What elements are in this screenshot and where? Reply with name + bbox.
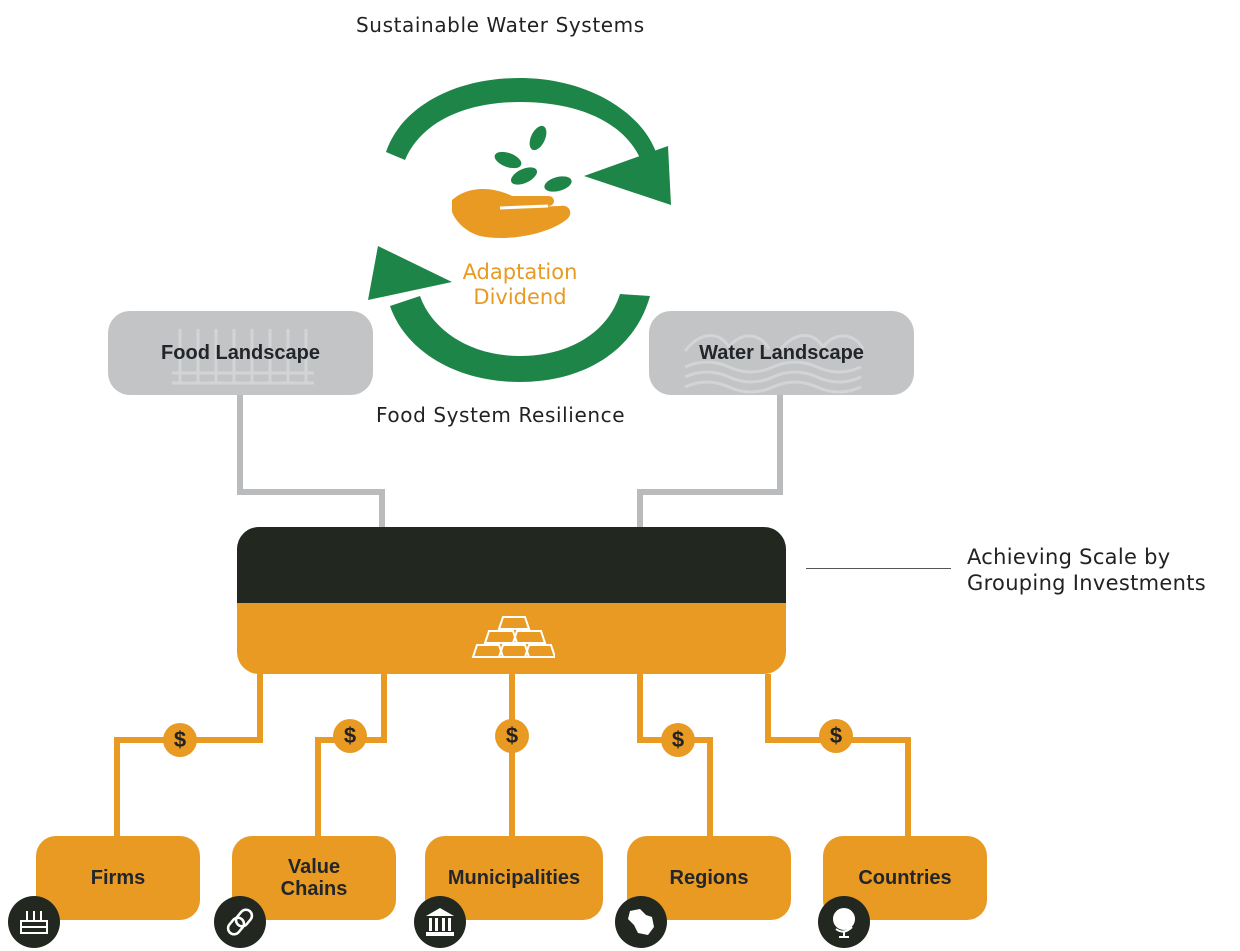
scale-annotation: Achieving Scale by Grouping Investments [967, 544, 1206, 596]
firms-connector [114, 674, 263, 838]
target-label-line2: Chains [280, 878, 348, 900]
food-connector [237, 390, 385, 527]
adaptation-label-line2: Dividend [473, 285, 567, 309]
waves-icon [683, 334, 865, 394]
upper-cycle-arrow [386, 78, 656, 160]
cycle-bottom-label: Food System Resilience [376, 403, 626, 427]
target-label-line1: Regions [669, 867, 749, 889]
cycle-arrows [368, 78, 671, 382]
dollar-coin-icon: $ [333, 719, 367, 753]
dollar-coin-icon: $ [495, 719, 529, 753]
factory-icon [8, 896, 60, 948]
region-map-icon [615, 896, 667, 948]
countries-connector [765, 674, 911, 838]
upper-arrow-head [584, 146, 671, 205]
water-landscape-box: Water Landscape [649, 311, 914, 395]
adaptation-label-line1: Adaptation [462, 260, 578, 284]
cycle-top-label: Sustainable Water Systems [356, 13, 645, 37]
fund-body-band [237, 603, 786, 674]
lower-cycle-arrow [390, 294, 650, 382]
dollar-coin-icon: $ [163, 723, 197, 757]
target-label-line1: Value [287, 856, 341, 878]
hand-sprout-icon [452, 125, 572, 239]
target-label-line1: Municipalities [447, 867, 581, 889]
adaptation-dividend-label: Adaptation Dividend [440, 260, 600, 310]
target-firms: Firms [36, 836, 200, 920]
annotation-leader-line [806, 568, 951, 569]
dollar-coin-icon: $ [819, 719, 853, 753]
value-chains-connector [315, 674, 387, 838]
dollar-coin-icon: $ [661, 723, 695, 757]
water-landscape-label: Water Landscape [699, 341, 864, 364]
investment-fund-block [237, 527, 786, 674]
wheat-icon [172, 329, 314, 385]
food-landscape-box: Food Landscape [108, 311, 373, 395]
water-connector [637, 390, 783, 527]
globe-icon [818, 896, 870, 948]
fund-header-band [237, 527, 786, 603]
city-hall-icon [414, 896, 466, 948]
scale-annotation-line2: Grouping Investments [967, 571, 1206, 595]
lower-arrow-head [368, 246, 452, 300]
chain-link-icon [214, 896, 266, 948]
target-label-line1: Firms [90, 867, 146, 889]
scale-annotation-line1: Achieving Scale by [967, 545, 1171, 569]
gold-bars-icon [471, 616, 555, 658]
target-label-line1: Countries [858, 867, 952, 889]
food-landscape-label: Food Landscape [161, 341, 320, 364]
